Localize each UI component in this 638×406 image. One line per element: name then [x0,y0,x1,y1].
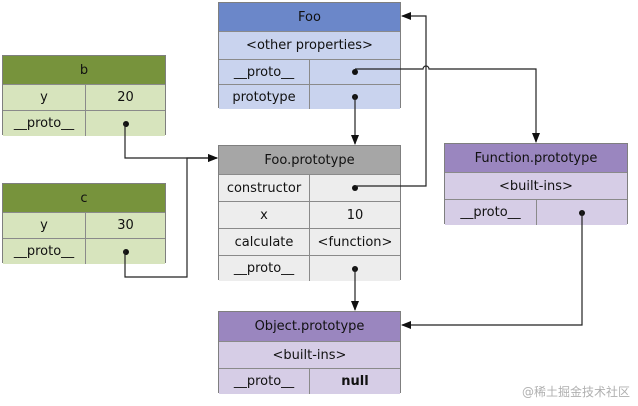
foo-other-properties: <other properties> [246,38,373,53]
calculate-value: <function> [309,229,400,255]
arrow-b-to-foo-prototype [124,123,218,162]
function-prototype-builtins: <built-ins> [499,178,573,194]
pointer-dot [352,185,358,191]
c-y-value: 30 [85,213,165,238]
arrow-c-to-foo-prototype [124,154,218,278]
x-value: 10 [309,202,400,228]
foo-prototype-label: prototype [232,89,296,105]
object-prototype-proto-value: null [309,369,400,394]
object-prototype-proto-label: __proto__ [233,374,295,389]
c-title: c [80,190,88,206]
c-node: c y 30 __proto__ [2,183,166,264]
calculate-label: calculate [234,234,294,250]
b-title: b [79,62,89,78]
foo-prototype-node: Foo.prototype constructor x 10 calculate… [218,145,401,281]
object-prototype-title: Object.prototype [254,319,365,334]
b-proto-label: __proto__ [13,116,75,131]
foo-proto-pointer [309,60,400,84]
constructor-pointer [309,175,400,201]
foo-proto-label: __proto__ [233,64,295,80]
function-prototype-title: Function.prototype [474,150,598,166]
constructor-label: constructor [226,180,302,196]
arrow-function-prototype-to-object-prototype [401,210,583,329]
foo-node: Foo <other properties> __proto__ prototy… [218,2,401,109]
c-proto-label: __proto__ [13,244,75,259]
object-prototype-node: Object.prototype <built-ins> __proto__ n… [218,311,401,394]
foo-prototype-title: Foo.prototype [264,152,355,168]
b-node: b y 20 __proto__ [2,55,166,136]
foo-title: Foo [298,9,321,25]
arrow-constructor-to-foo [355,12,427,187]
pointer-dot [352,69,358,75]
x-label: x [260,207,268,223]
arrow-foo-to-function-prototype [355,65,540,143]
object-prototype-builtins: <built-ins> [272,347,347,363]
function-prototype-node: Function.prototype <built-ins> __proto__ [444,143,628,225]
b-y-value: 20 [85,85,165,110]
foo-prototype-proto-label: __proto__ [233,261,295,276]
watermark-text: @稀土掘金技术社区 [521,385,630,399]
b-y-label: y [40,90,48,105]
c-y-label: y [40,218,48,233]
function-prototype-proto-label: __proto__ [460,205,521,220]
